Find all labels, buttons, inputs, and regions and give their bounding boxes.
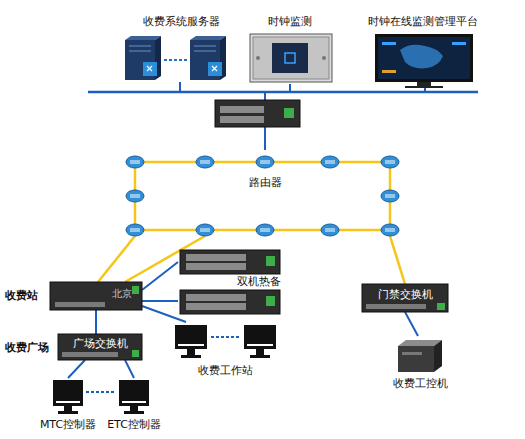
device-node: ETC控制器 bbox=[102, 378, 166, 434]
network-link bbox=[95, 310, 97, 334]
network-link bbox=[142, 300, 178, 302]
device-label: 收费广场 bbox=[5, 341, 49, 354]
network-link bbox=[180, 82, 265, 150]
network-link bbox=[265, 88, 425, 150]
device-node: 收费系统服务器 bbox=[122, 12, 240, 82]
network-link bbox=[68, 360, 85, 378]
network-link bbox=[405, 312, 418, 336]
device-label: 门禁交换机 bbox=[378, 288, 433, 301]
device-label: MTC控制器 bbox=[40, 418, 96, 431]
device-label: 收费工控机 bbox=[393, 377, 448, 390]
network-link bbox=[98, 236, 135, 282]
device-label: 收费站 bbox=[5, 289, 38, 302]
device-node: 路由器 bbox=[118, 150, 412, 236]
device-node: 双机热备 bbox=[178, 248, 282, 314]
device-label: 路由器 bbox=[248, 176, 283, 189]
device-label: 北京 bbox=[112, 287, 132, 300]
device-node: 收费工控机 bbox=[388, 336, 452, 392]
device-node: 门禁交换机 bbox=[362, 284, 448, 312]
device-label: 时钟在线监测管理平台 bbox=[368, 15, 478, 28]
device-label: 收费系统服务器 bbox=[143, 15, 220, 28]
device-node: MTC控制器 bbox=[36, 378, 100, 434]
network-link bbox=[142, 306, 186, 322]
device-node: 收费广场广场交换机 bbox=[58, 334, 142, 360]
device-label: ETC控制器 bbox=[107, 418, 161, 431]
network-link bbox=[125, 236, 205, 282]
device-node: 时钟监测 bbox=[245, 12, 335, 84]
device-node: 收费工作站 bbox=[168, 322, 282, 380]
device-label: 收费工作站 bbox=[198, 364, 253, 377]
device-node: 时钟在线监测管理平台 bbox=[360, 12, 485, 88]
device-label: 广场交换机 bbox=[73, 337, 128, 350]
device-node: 收费站北京 bbox=[50, 282, 142, 310]
network-link bbox=[265, 84, 290, 150]
network-link bbox=[390, 236, 405, 284]
network-link bbox=[125, 360, 134, 378]
device-label: 时钟监测 bbox=[268, 15, 312, 28]
device-label: 双机热备 bbox=[236, 275, 282, 288]
network-link bbox=[142, 262, 178, 290]
